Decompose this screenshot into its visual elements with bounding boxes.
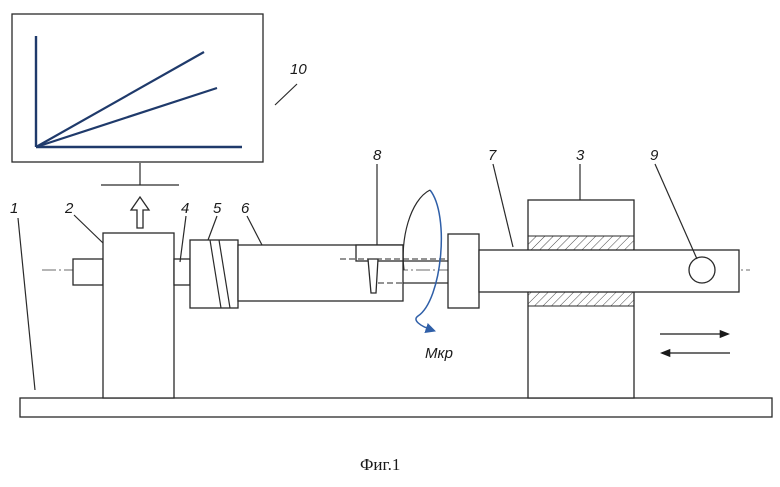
- torque-label: Мкр: [425, 345, 453, 362]
- coupling-5: [190, 240, 238, 308]
- support-3: [528, 200, 634, 398]
- sensor-block: [103, 233, 174, 398]
- label-8: 8: [373, 147, 382, 164]
- shaft-4: [174, 259, 190, 285]
- label-4: 4: [181, 200, 189, 217]
- display-monitor: [12, 14, 263, 162]
- label-1: 1: [10, 200, 18, 217]
- label-5: 5: [213, 200, 222, 217]
- base-plate: [20, 398, 772, 417]
- label-7: 7: [488, 147, 497, 164]
- hole-9: [689, 257, 715, 283]
- torque-arc-back: [403, 190, 430, 270]
- motion-arrows: [660, 334, 730, 353]
- label-2: 2: [64, 200, 74, 217]
- label-6: 6: [241, 200, 250, 217]
- left-shaft: [73, 259, 103, 285]
- hub: [448, 234, 479, 308]
- monitor-stand: [101, 163, 179, 185]
- label-9: 9: [650, 147, 659, 164]
- label-10: 10: [290, 61, 307, 78]
- signal-up-arrow: [131, 197, 149, 228]
- label-3: 3: [576, 147, 585, 164]
- torque-arrow: [416, 190, 441, 330]
- figure-caption: Фиг.1: [360, 455, 400, 474]
